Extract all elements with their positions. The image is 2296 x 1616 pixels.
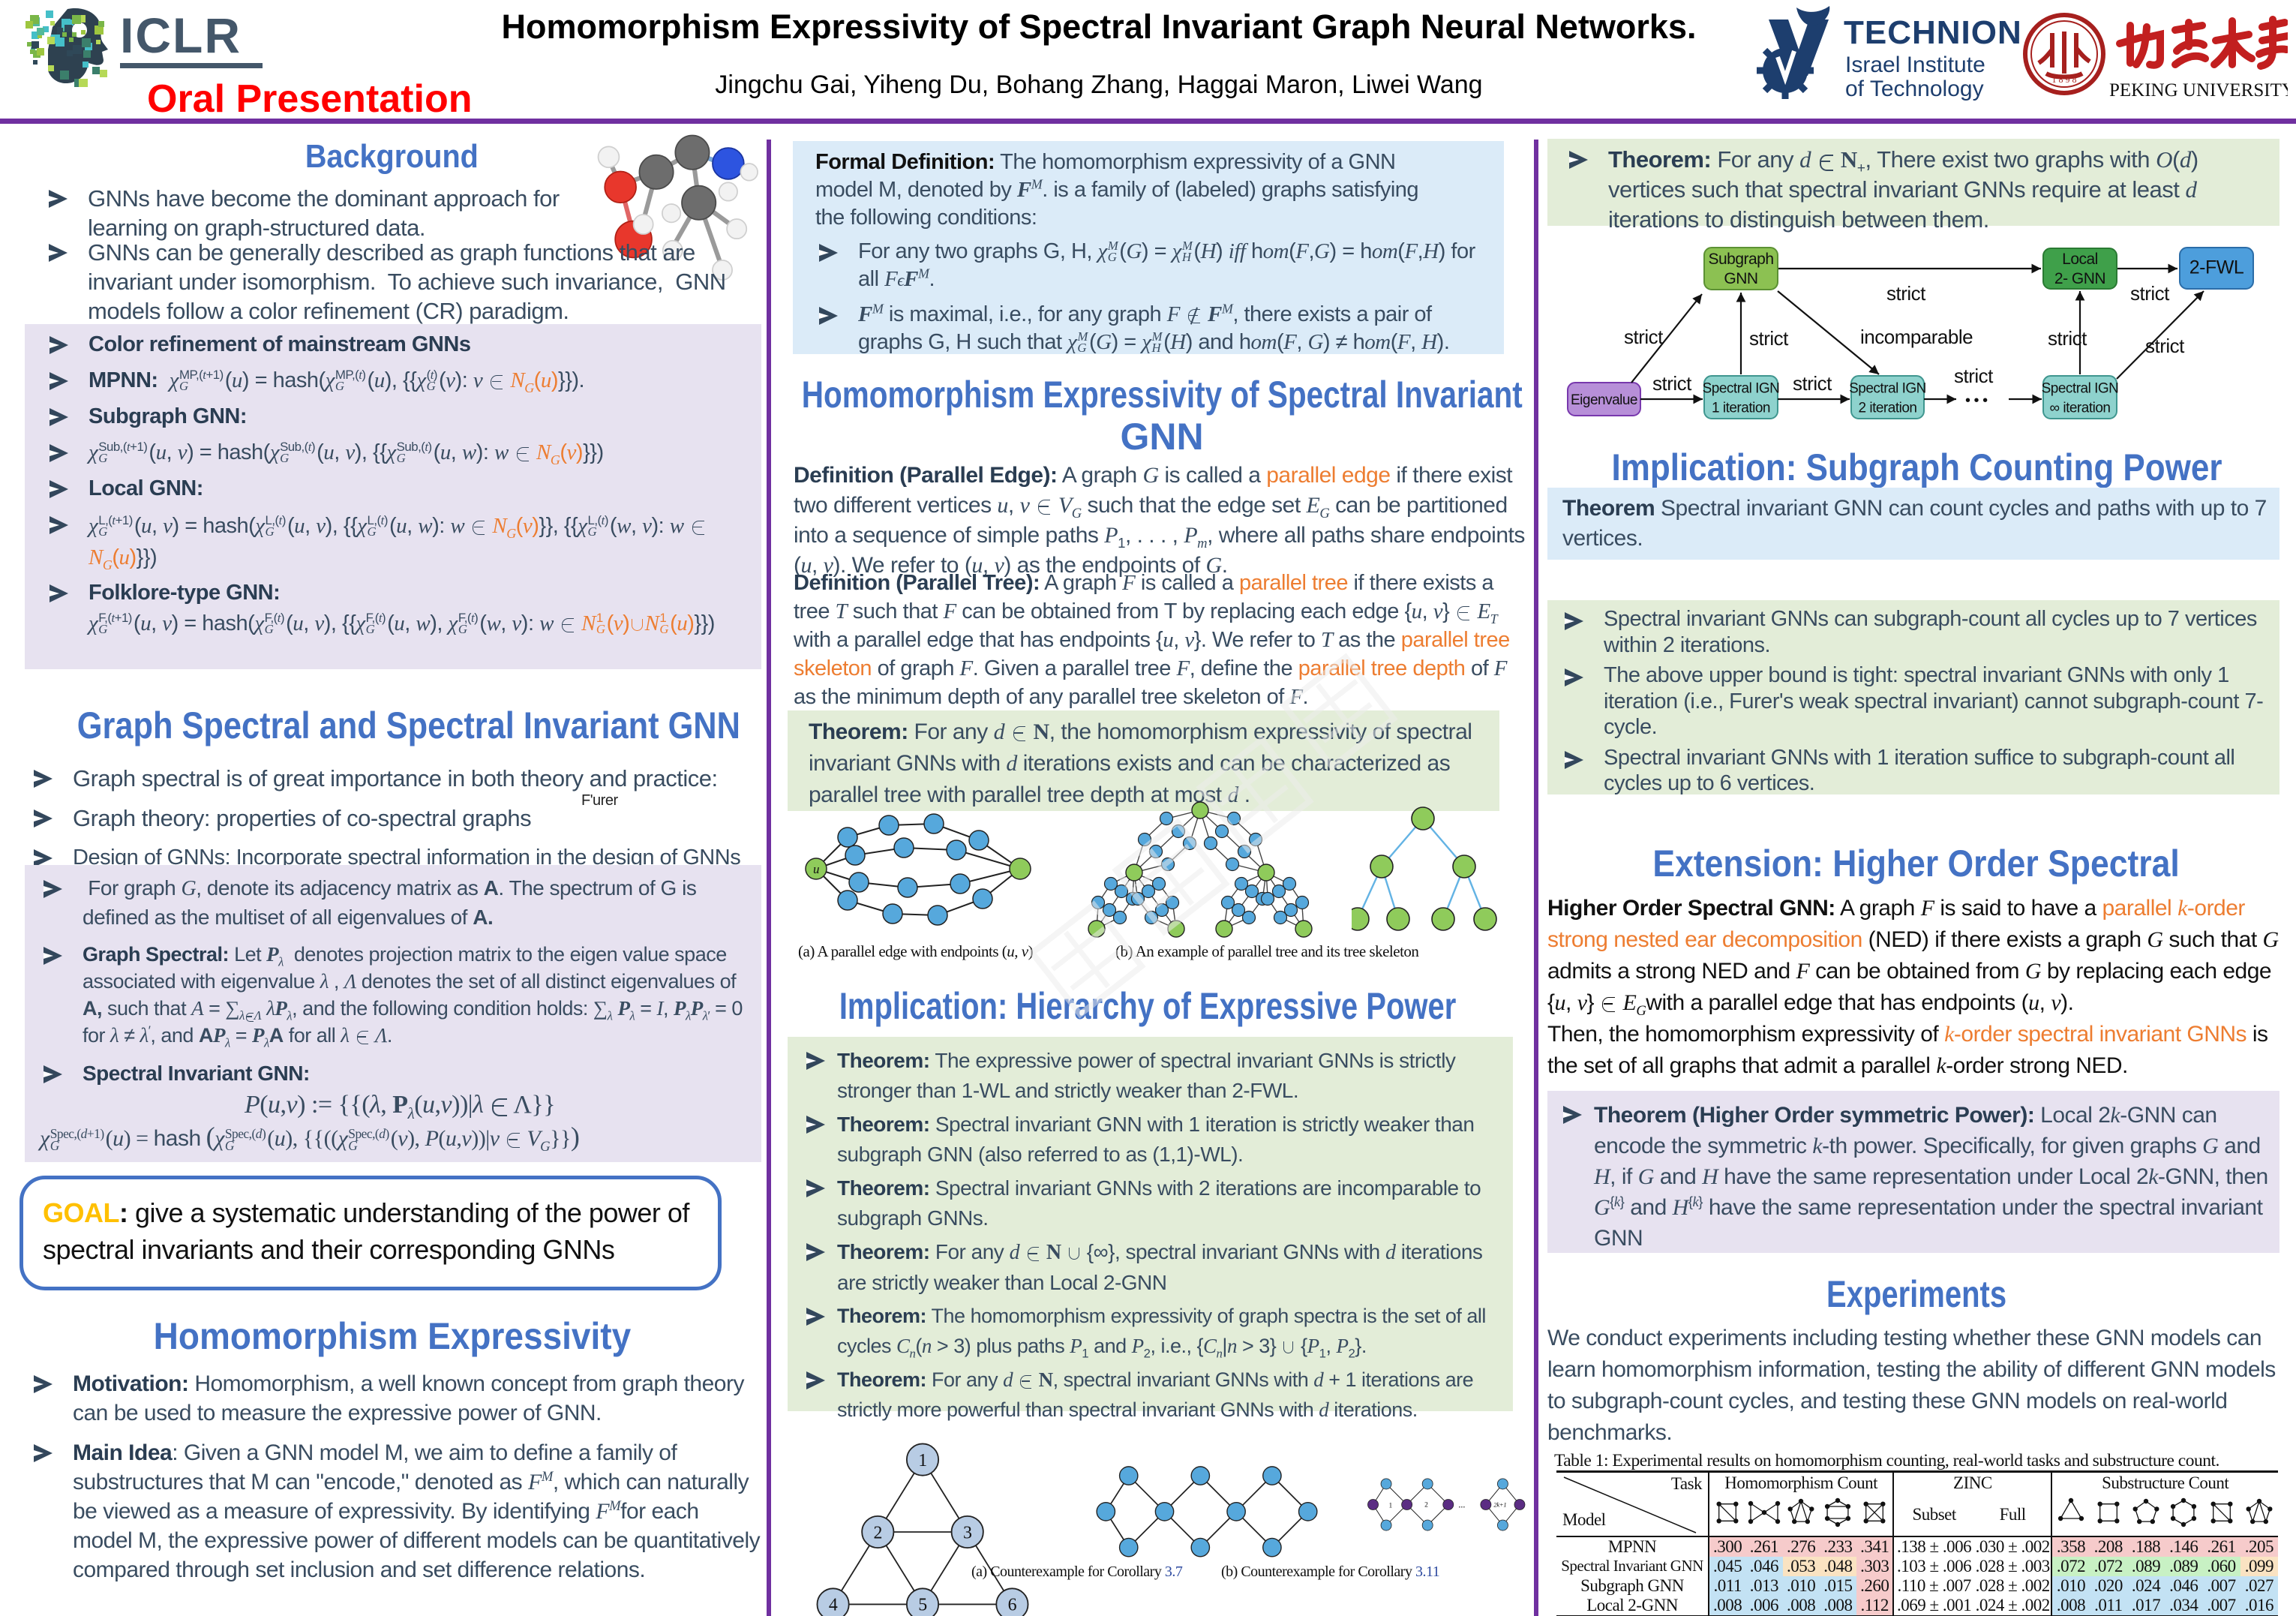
svg-text:strict: strict bbox=[1749, 327, 1789, 350]
svg-text:2: 2 bbox=[874, 1523, 882, 1542]
svg-text:incomparable: incomparable bbox=[1860, 326, 1973, 348]
svg-text:Local: Local bbox=[2062, 251, 2098, 268]
svg-text:strict: strict bbox=[2048, 327, 2087, 350]
svg-text:strict: strict bbox=[1793, 372, 1832, 395]
svg-text:strict: strict bbox=[1954, 365, 1994, 387]
svg-text:strict: strict bbox=[1886, 282, 1926, 305]
svg-text:Spectral IGN: Spectral IGN bbox=[2042, 381, 2119, 397]
svg-text:Subgraph: Subgraph bbox=[1708, 251, 1773, 268]
svg-text:2-FWL: 2-FWL bbox=[2189, 257, 2244, 278]
svg-text:1: 1 bbox=[1389, 1502, 1393, 1509]
svg-text:PEKING UNIVERSITY: PEKING UNIVERSITY bbox=[2109, 80, 2288, 101]
svg-text:1 8 9 8: 1 8 9 8 bbox=[2052, 74, 2077, 85]
svg-text:1: 1 bbox=[918, 1451, 926, 1470]
svg-text:1 iteration: 1 iteration bbox=[1712, 401, 1770, 416]
svg-text:strict: strict bbox=[2145, 335, 2185, 357]
svg-text:u: u bbox=[813, 862, 819, 876]
svg-text:2: 2 bbox=[1424, 1501, 1428, 1509]
svg-text:3: 3 bbox=[963, 1523, 971, 1542]
svg-text:Israel Institute: Israel Institute bbox=[1845, 53, 1985, 77]
svg-text:2- GNN: 2- GNN bbox=[2054, 270, 2105, 287]
svg-text:Spectral IGN: Spectral IGN bbox=[1703, 381, 1780, 397]
svg-text:∞ iteration: ∞ iteration bbox=[2050, 401, 2111, 416]
svg-text:Eigenvalue: Eigenvalue bbox=[1571, 392, 1637, 408]
svg-text:strict: strict bbox=[1624, 326, 1664, 348]
svg-text:...: ... bbox=[1458, 1498, 1465, 1509]
svg-text:2 iteration: 2 iteration bbox=[1859, 401, 1917, 416]
svg-text:strict: strict bbox=[2130, 282, 2170, 305]
svg-text:TECHNION: TECHNION bbox=[1844, 14, 2022, 51]
svg-text:2k+1: 2k+1 bbox=[1493, 1500, 1506, 1508]
svg-text:strict: strict bbox=[1652, 372, 1692, 395]
svg-text:Spectral IGN: Spectral IGN bbox=[1849, 381, 1926, 397]
svg-text:• • •: • • • bbox=[1965, 392, 1988, 409]
svg-text:4: 4 bbox=[829, 1596, 838, 1615]
svg-text:of Technology: of Technology bbox=[1845, 77, 1984, 101]
svg-text:6: 6 bbox=[1008, 1596, 1017, 1615]
svg-text:5: 5 bbox=[918, 1596, 926, 1615]
svg-text:GNN: GNN bbox=[1724, 270, 1757, 287]
